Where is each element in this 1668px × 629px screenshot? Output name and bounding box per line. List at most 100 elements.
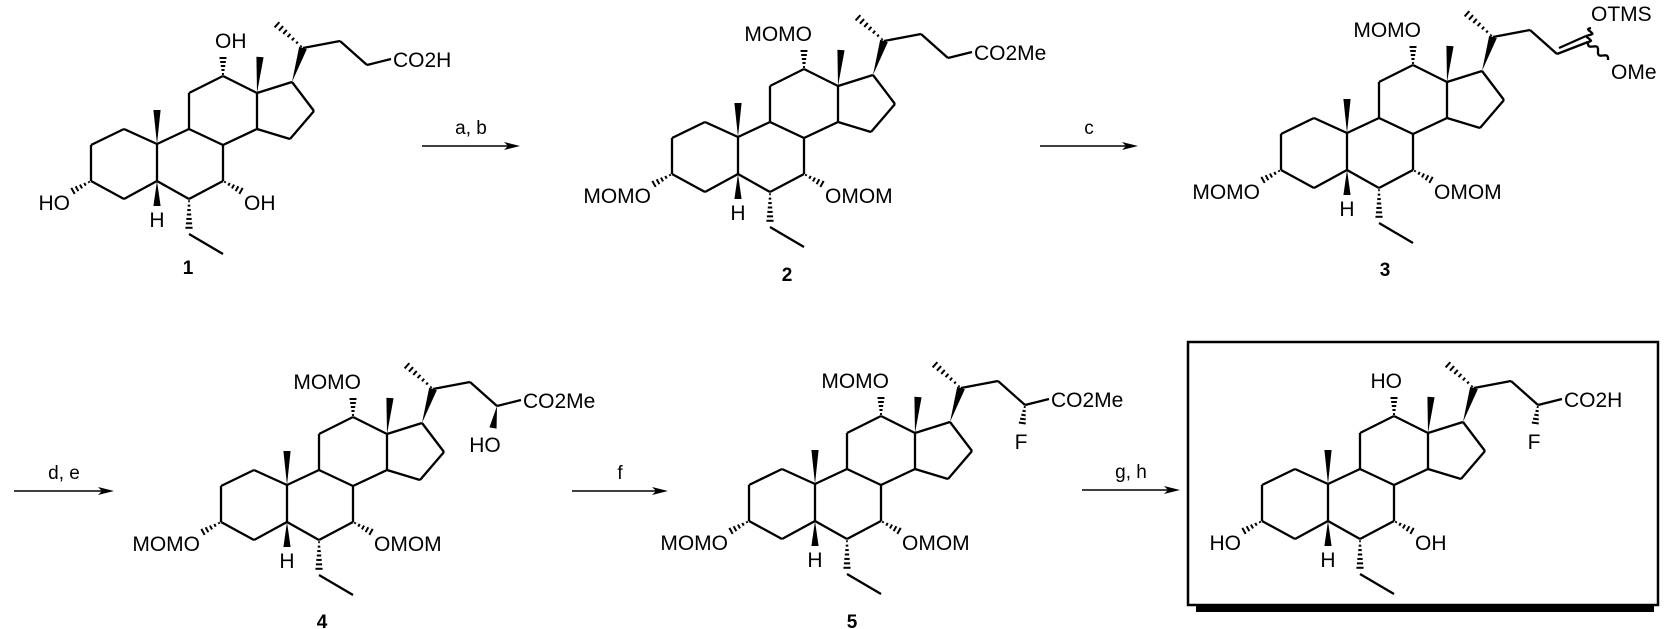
ethyl-bond xyxy=(1360,574,1394,594)
wedge-bond xyxy=(734,174,741,199)
wedge-bond xyxy=(1427,397,1434,433)
side-chain-bond xyxy=(367,59,391,65)
hash-stroke xyxy=(864,23,868,27)
hash-stroke xyxy=(1482,27,1484,30)
hash-stroke xyxy=(820,181,823,187)
hash-stroke xyxy=(275,22,280,27)
compound-5: HMOMOOMOMMOMOCO2MeF5 xyxy=(660,362,1123,629)
hashed-bond xyxy=(1446,362,1473,387)
hashed-bond xyxy=(652,174,670,187)
hash-stroke xyxy=(1247,526,1250,531)
ring-bond xyxy=(91,181,124,199)
c7-substituent: OH xyxy=(244,192,276,215)
hash-stroke xyxy=(657,179,660,184)
ring-bond xyxy=(221,522,254,540)
hash-stroke xyxy=(670,174,671,176)
ring-bond xyxy=(804,122,838,138)
hash-stroke xyxy=(210,526,212,530)
hash-stroke xyxy=(729,528,732,534)
reaction-arrows: a, bcd, efg, h xyxy=(14,118,1180,495)
hash-stroke xyxy=(877,35,879,37)
hash-stroke xyxy=(813,178,815,182)
wedge-bond xyxy=(811,450,818,484)
product-box-shadow xyxy=(1196,604,1654,612)
ring-bond xyxy=(1262,521,1295,539)
ring-bond xyxy=(847,416,881,433)
ring-bond xyxy=(749,521,782,539)
ethyl-bond xyxy=(189,234,223,254)
ring-bond xyxy=(738,122,770,137)
hash-stroke xyxy=(1260,521,1261,523)
hashed-bond xyxy=(1375,190,1382,217)
side-chain-bond xyxy=(1025,399,1049,405)
c7-substituent: OMOM xyxy=(825,185,893,208)
hashed-bond xyxy=(315,542,322,569)
side-chain-bond xyxy=(1474,381,1511,388)
ethyl-bond xyxy=(1379,223,1413,243)
hash-stroke xyxy=(236,186,239,191)
c3-substituent: MOMO xyxy=(1192,181,1260,204)
c3-substituent: HO xyxy=(39,192,71,215)
ring-bond xyxy=(1281,170,1314,188)
ring-bond xyxy=(1360,416,1394,433)
hash-stroke xyxy=(405,363,410,368)
hash-stroke xyxy=(738,525,740,529)
c12-substituent: OH xyxy=(215,30,247,53)
hashed-bond xyxy=(933,362,960,387)
terminal-group: CO2H xyxy=(1564,389,1622,412)
hashed-bond xyxy=(1410,47,1417,63)
wedge-bond xyxy=(734,103,741,137)
hash-stroke xyxy=(214,524,216,527)
ring-bond xyxy=(672,122,705,138)
hashed-bond xyxy=(350,399,357,415)
ring-bond xyxy=(1328,521,1360,539)
hash-stroke xyxy=(426,383,428,385)
hash-stroke xyxy=(734,526,737,531)
ring-bond xyxy=(1295,521,1328,539)
ring-bond xyxy=(1394,416,1428,433)
ring-bond xyxy=(189,129,223,145)
hash-stroke xyxy=(897,528,900,534)
alpha-substituent: F xyxy=(1528,431,1541,454)
ring-bond xyxy=(881,416,915,433)
hash-stroke xyxy=(1450,366,1454,371)
wedge-bond xyxy=(914,397,921,433)
hashed-bond xyxy=(1415,170,1433,183)
ring-bond xyxy=(950,422,972,451)
compound-number: 4 xyxy=(317,612,328,629)
ring-bond xyxy=(1461,451,1485,479)
ring-bond xyxy=(223,76,257,93)
hash-stroke xyxy=(1533,419,1539,420)
ethyl-bond xyxy=(319,575,353,595)
hash-stroke xyxy=(206,527,209,532)
ring-bond xyxy=(353,470,387,486)
hash-stroke xyxy=(1403,525,1405,529)
hash-stroke xyxy=(886,523,888,526)
hash-stroke xyxy=(80,185,82,189)
hashed-bond xyxy=(405,363,432,388)
hash-stroke xyxy=(1465,11,1470,16)
ring-bond xyxy=(189,76,223,93)
compound-1: HHOOHOHCO2H1 xyxy=(39,22,452,279)
hash-stroke xyxy=(219,522,220,524)
alpha-substituent: HO xyxy=(469,434,501,457)
hash-stroke xyxy=(806,174,807,176)
ring-bond xyxy=(254,522,287,540)
hash-stroke xyxy=(1429,177,1432,183)
hash-stroke xyxy=(1266,175,1269,180)
hash-stroke xyxy=(1251,525,1253,529)
compounds: HHOOHOHCO2H1HMOMOOMOMMOMOCO2Me2HMOMOOMOM… xyxy=(39,3,1659,629)
hash-stroke xyxy=(1279,170,1280,172)
side-chain-bond xyxy=(961,381,998,388)
c7-substituent: OMOM xyxy=(902,532,970,555)
ring-bond xyxy=(915,422,950,433)
hash-stroke xyxy=(890,525,892,529)
double-bond xyxy=(1559,36,1586,48)
ring-bond xyxy=(838,75,873,86)
hashed-bond xyxy=(1532,407,1539,424)
c3-substituent: HO xyxy=(1210,532,1242,555)
hash-stroke xyxy=(742,523,744,526)
wavy-bond xyxy=(1587,28,1593,42)
ring-bond xyxy=(157,129,189,144)
hash-stroke xyxy=(409,367,413,372)
